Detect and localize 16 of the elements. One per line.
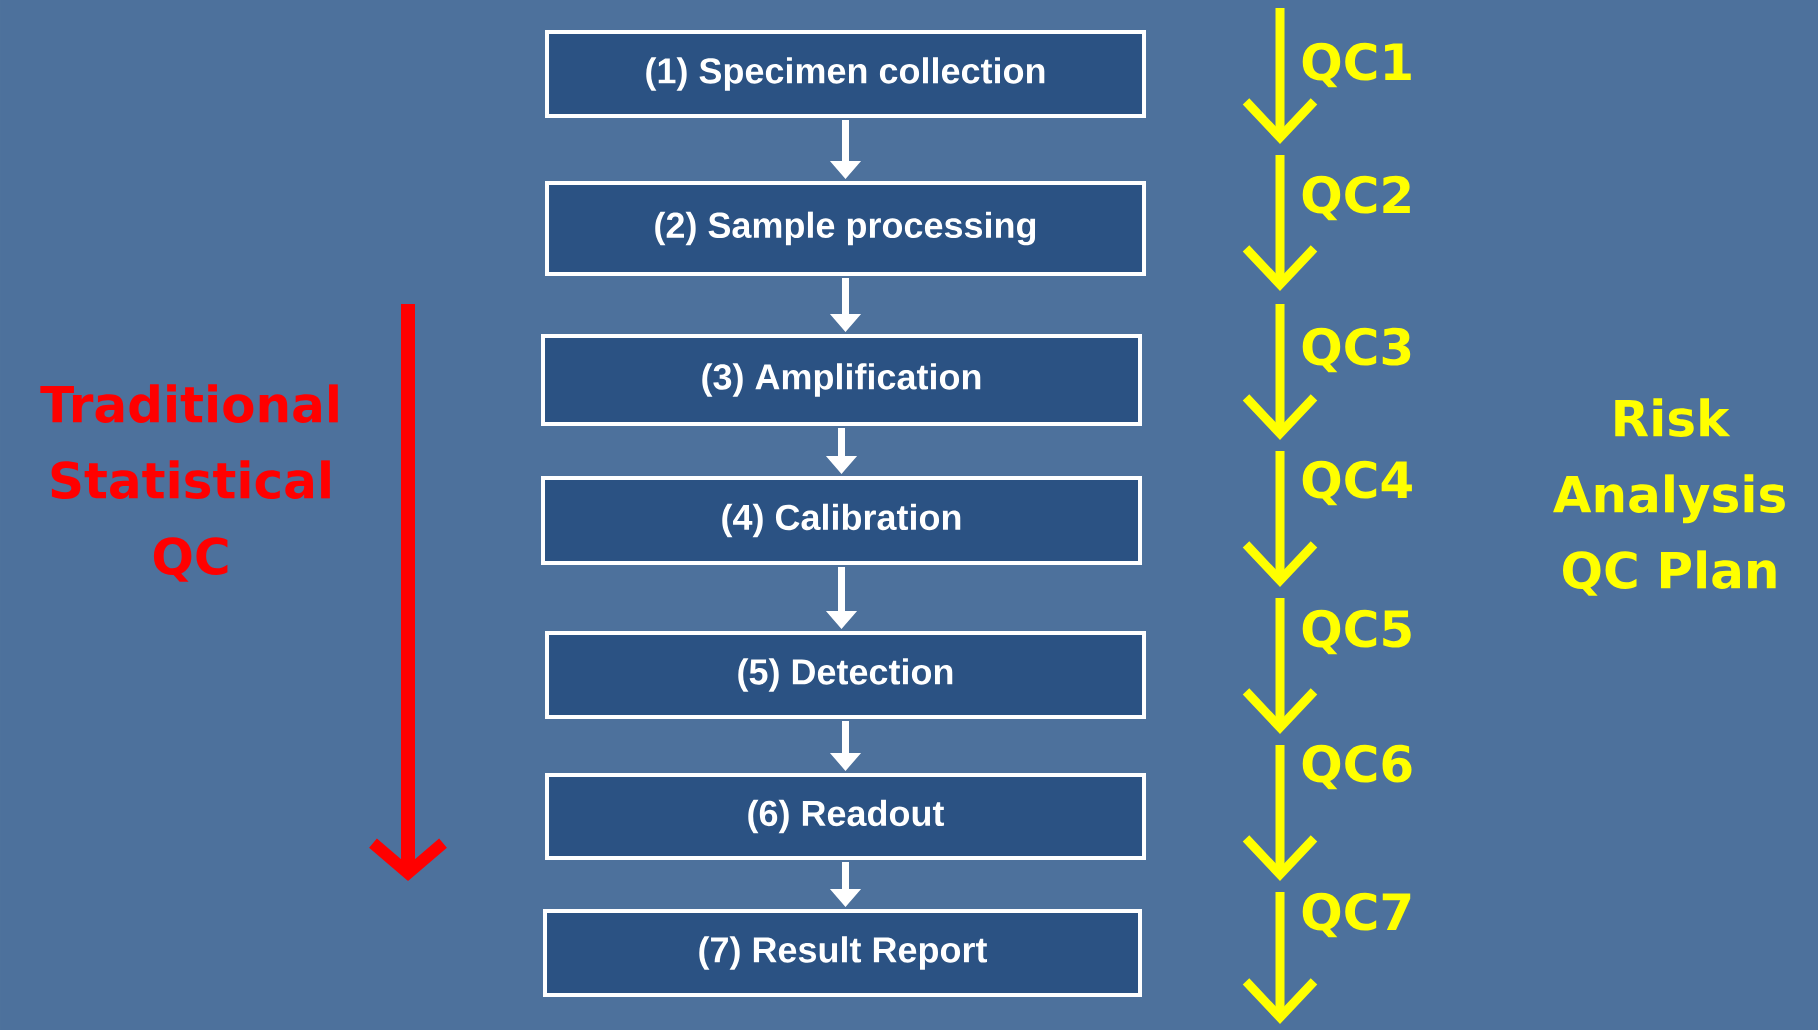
qc-label: QC7 xyxy=(1302,892,1411,938)
qc-label: QC1 xyxy=(1302,42,1411,88)
qc-label: QC4 xyxy=(1302,460,1412,506)
process-box: (7) Result Report xyxy=(543,909,1142,997)
process-box: (6) Readout xyxy=(545,773,1146,860)
qc-label: QC5 xyxy=(1302,609,1411,655)
side-heading: Risk Analysis QC Plan xyxy=(1553,398,1785,596)
process-box: (3) Amplification xyxy=(541,334,1142,426)
process-box: (1) Specimen collection xyxy=(545,30,1146,118)
qc-label: QC2 xyxy=(1302,175,1410,221)
process-box: (5) Detection xyxy=(545,631,1146,719)
qc-label: QC6 xyxy=(1302,744,1412,790)
process-box: (2) Sample processing xyxy=(545,181,1146,276)
side-heading: Traditional Statistical QC xyxy=(40,384,338,582)
qc-label: QC3 xyxy=(1302,327,1411,373)
process-box: (4) Calibration xyxy=(541,476,1142,565)
